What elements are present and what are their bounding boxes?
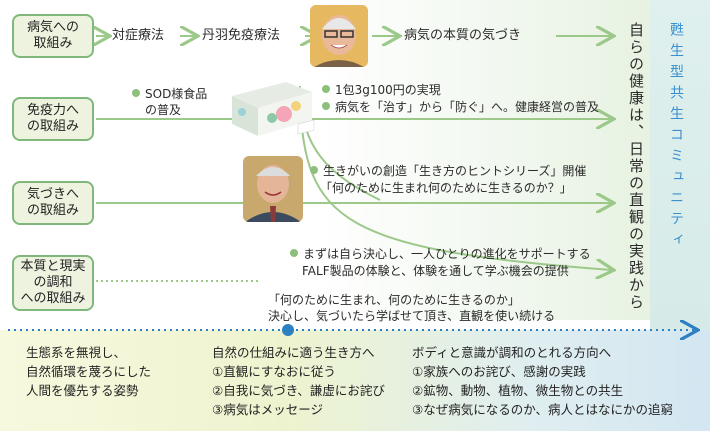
box-harmony: 本質と現実 の調和 への取組み	[12, 255, 94, 311]
box-illness: 病気への 取組み	[12, 14, 94, 58]
note-ikigai-text: 生きがいの創造「生き方のヒントシリーズ」開催	[323, 164, 587, 178]
bullet-icon	[322, 102, 330, 110]
note-prevent-text: 病気を「治す」から「防ぐ」へ。健康経営の普及	[335, 100, 600, 114]
note-price: 1包3g100円の実現	[322, 82, 441, 98]
note-ikigai: 生きがいの創造「生き方のヒントシリーズ」開催	[310, 163, 586, 179]
note-price-text: 1包3g100円の実現	[335, 83, 441, 97]
portrait-photo-2	[243, 156, 303, 222]
box-awareness: 気づきへ の取組み	[12, 181, 94, 225]
bottom-col-2: 自然の仕組みに適う生き方へ ①直観にすなおに従う ②自我に気づき、謙虚にお詫び …	[212, 345, 385, 417]
bottom-col-3: ボディと意識が調和のとれる方向へ ①家族へのお詫び、感謝の実践 ②鉱物、動物、植…	[412, 345, 673, 417]
note-ikigai-question: 「何のために生まれ何のために生きるのか？」	[320, 181, 572, 195]
curve-r2-r4	[299, 99, 612, 270]
sod-note: SOD様食品 の普及	[132, 86, 207, 118]
bullet-icon	[322, 85, 330, 93]
note-prevent: 病気を「治す」から「防ぐ」へ。健康経営の普及	[322, 99, 599, 115]
vertical-side-text: 甦生型共生コミュニティ	[668, 22, 684, 253]
box-immunity: 免疫力へ の取組み	[12, 97, 94, 141]
timeline-marker	[282, 324, 294, 336]
note-decision: まずは自ら決心し、一人ひとりの進化をサポートする	[290, 246, 591, 262]
step-awareness: 病気の本質の気づき	[404, 28, 522, 43]
note-falf: FALF製品の体験と、体験を通して学ぶ機会の提供	[302, 264, 569, 278]
note-decision-text: まずは自ら決心し、一人ひとりの進化をサポートする	[303, 247, 591, 261]
product-box-image	[228, 76, 316, 138]
bullet-icon	[290, 249, 298, 257]
side-band	[650, 0, 710, 331]
step-niwa-therapy: 丹羽免疫療法	[202, 28, 281, 43]
bullet-icon	[132, 89, 140, 97]
bullet-icon	[310, 166, 318, 174]
step-symptomatic: 対症療法	[112, 28, 165, 43]
sod-note-text: SOD様食品 の普及	[145, 87, 208, 117]
quote-line-2: 決心し、気づいたら学ばせて頂き、直観を使い続ける	[268, 309, 556, 323]
portrait-photo-1	[310, 5, 368, 67]
quote-line-1: 「何のために生まれ、何のために生きるのか」	[268, 293, 520, 307]
vertical-main-text: 自らの健康は、日常の直観の実践から	[627, 22, 645, 311]
bottom-col-1: 生態系を無視し、 自然循環を蔑ろにした 人間を優先する姿勢	[26, 345, 152, 398]
bottom-band	[0, 330, 710, 431]
